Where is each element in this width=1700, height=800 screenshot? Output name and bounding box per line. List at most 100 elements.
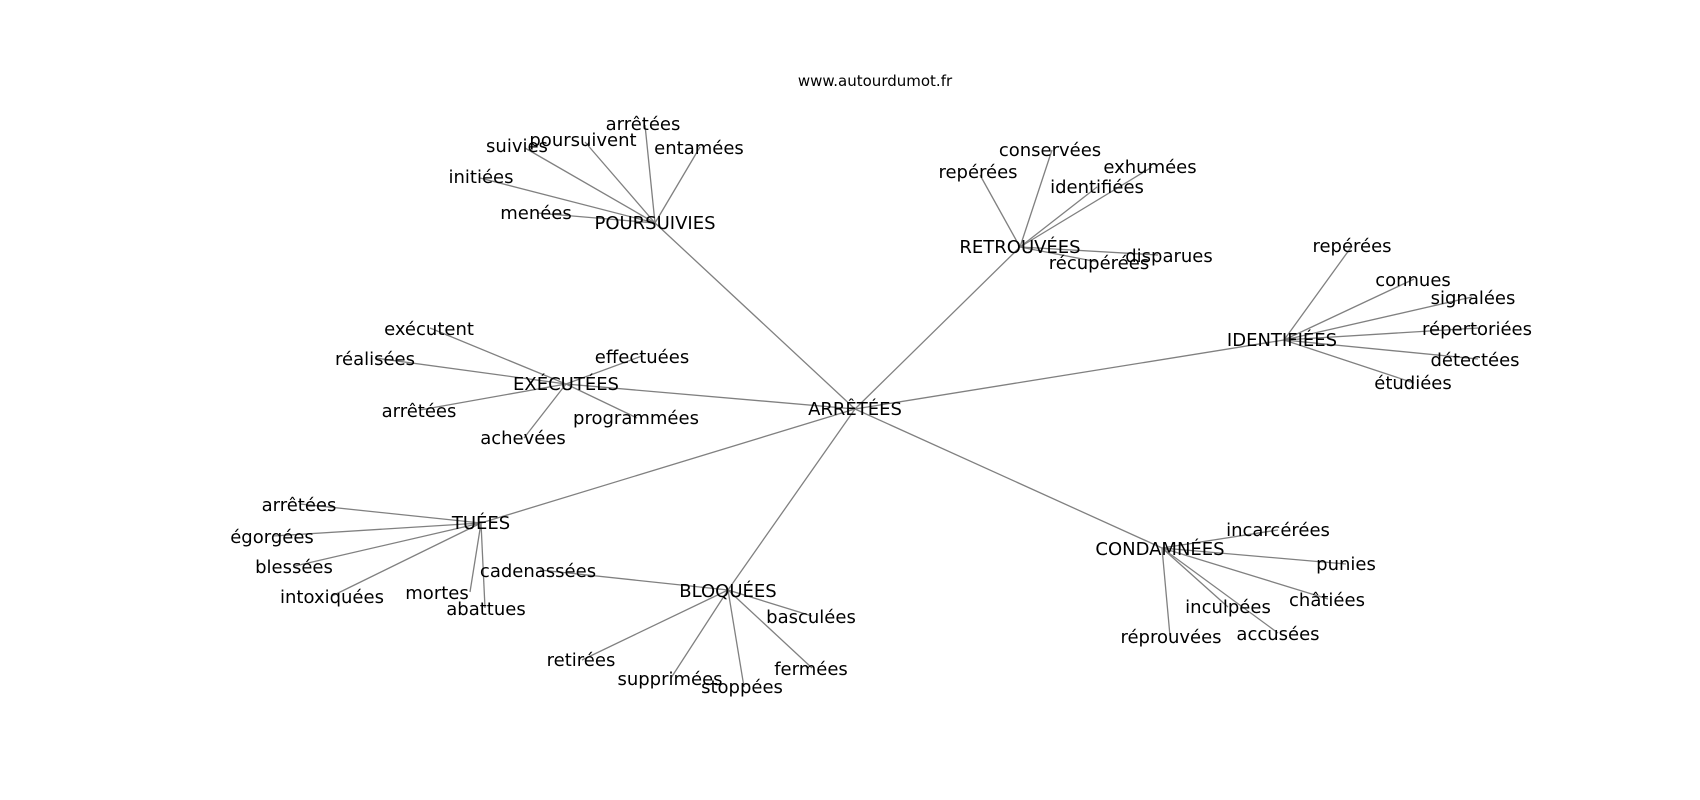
leaf-word-label: basculées [766, 607, 856, 628]
leaf-word-label: récupérées [1049, 253, 1149, 274]
hub-word-label: TUÉES [451, 512, 510, 534]
leaf-word-label: cadenassées [480, 561, 596, 582]
edge-hub-to-word [1161, 547, 1171, 637]
leaf-word-label: fermées [774, 659, 848, 680]
leaf-word-label: repérées [938, 162, 1017, 183]
edge-hub-to-word [644, 124, 656, 224]
edge-center-to-hub [854, 246, 1021, 410]
edge-hub-to-word [565, 355, 643, 385]
hub-word-label: CONDAMNÉES [1095, 538, 1224, 560]
edge-hub-to-word [294, 522, 482, 567]
leaf-word-label: retirées [547, 650, 616, 671]
edge-hub-to-word [272, 522, 482, 537]
edge-hub-to-word [1019, 186, 1098, 248]
edge-hub-to-word [581, 589, 729, 661]
leaf-word-label: mortes [405, 583, 468, 604]
leaf-word-label: égorgées [230, 527, 314, 548]
leaf-word-label: inculpées [1185, 597, 1271, 618]
leaf-word-label: stoppées [701, 677, 783, 698]
leaf-word-label: initiées [449, 167, 514, 188]
edge-hub-to-word [1283, 245, 1353, 341]
edge-hub-to-word [1283, 327, 1479, 341]
site-url: www.autourdumot.fr [797, 72, 953, 90]
edge-hub-to-word [1019, 246, 1159, 256]
leaf-word-label: identifiées [1050, 177, 1144, 198]
edge-center-to-hub [727, 408, 856, 591]
leaf-word-label: répertoriées [1422, 319, 1532, 340]
edge-hub-to-word [479, 177, 656, 224]
leaf-word-label: entamées [654, 138, 744, 159]
hub-word-label: BLOQUÉES [679, 580, 776, 602]
edge-hub-to-word [670, 589, 729, 679]
edge-hub-to-word [1161, 547, 1229, 608]
edge-hub-to-word [1161, 547, 1347, 565]
leaf-word-label: suivies [486, 136, 548, 157]
edge-hub-to-word [1019, 166, 1153, 248]
edge-hub-to-word [727, 589, 813, 617]
edge-hub-to-word [1019, 149, 1053, 248]
leaf-word-label: repérées [1312, 236, 1391, 257]
edge-hub-to-word [727, 589, 813, 669]
edge-hub-to-word [1019, 246, 1099, 263]
leaf-word-label: blessées [255, 557, 333, 578]
edge-hub-to-word [565, 383, 638, 419]
leaf-word-label: abattues [446, 599, 525, 620]
hub-word-label: IDENTIFIÉES [1227, 329, 1337, 351]
leaf-word-label: programmées [573, 408, 699, 429]
edge-hub-to-word [727, 589, 745, 688]
leaf-word-label: punies [1316, 554, 1376, 575]
leaf-word-label: arrêtées [606, 114, 681, 135]
edge-hub-to-word [584, 141, 656, 224]
edge-center-to-hub [480, 408, 856, 524]
hub-word-label: RETROUVÉES [959, 236, 1080, 258]
edge-hub-to-word [524, 147, 656, 224]
center-word-label: ARRÊTÉES [808, 398, 902, 420]
edge-hub-to-word [374, 357, 567, 385]
edge-hub-to-word [654, 146, 701, 224]
edge-hub-to-word [979, 174, 1021, 248]
leaf-word-label: exhumées [1103, 157, 1196, 178]
leaf-word-label: conservées [999, 140, 1101, 161]
edge-hub-to-word [299, 503, 482, 524]
leaf-word-label: détectées [1430, 350, 1519, 371]
leaf-word-label: châtiées [1289, 590, 1365, 611]
leaf-word-label: intoxiquées [280, 587, 384, 608]
edge-hub-to-word [536, 212, 656, 224]
leaf-word-label: poursuivent [529, 130, 636, 151]
edge-hub-to-word [1283, 296, 1473, 341]
leaf-word-label: arrêtées [262, 495, 337, 516]
edge-hub-to-word [539, 569, 729, 591]
leaf-word-label: signalées [1431, 288, 1516, 309]
edge-hub-to-word [1283, 339, 1479, 360]
edge-center-to-hub [654, 222, 856, 410]
edge-center-to-hub [565, 383, 856, 410]
edge-hub-to-word [480, 522, 486, 609]
edge-hub-to-word [1283, 339, 1415, 384]
edge-hub-to-word [429, 327, 567, 385]
leaf-word-label: menées [500, 203, 572, 224]
edge-hub-to-word [1161, 529, 1279, 549]
leaf-word-label: supprimées [617, 669, 722, 690]
leaf-word-label: étudiées [1374, 373, 1452, 394]
leaf-word-label: réprouvées [1120, 627, 1221, 648]
leaf-word-label: accusées [1236, 624, 1319, 645]
leaf-word-label: exécutent [384, 319, 474, 340]
edge-hub-to-word [1283, 278, 1415, 341]
edge-center-to-hub [854, 408, 1163, 549]
hub-word-label: POURSUIVIES [594, 213, 715, 234]
leaf-word-label: achevées [480, 428, 566, 449]
edge-hub-to-word [419, 383, 567, 411]
edge-hub-to-word [1161, 547, 1329, 600]
leaf-word-label: effectuées [595, 347, 689, 368]
leaf-word-label: arrêtées [382, 401, 457, 422]
leaf-word-label: réalisées [335, 349, 415, 370]
hub-word-label: EXÉCUTÉES [513, 373, 619, 395]
leaf-word-label: incarcérées [1226, 520, 1330, 541]
leaf-word-label: disparues [1125, 246, 1213, 267]
edge-hub-to-word [469, 522, 482, 593]
edge-center-to-hub [854, 339, 1285, 410]
leaf-word-label: connues [1375, 270, 1451, 291]
edge-hub-to-word [523, 383, 567, 439]
